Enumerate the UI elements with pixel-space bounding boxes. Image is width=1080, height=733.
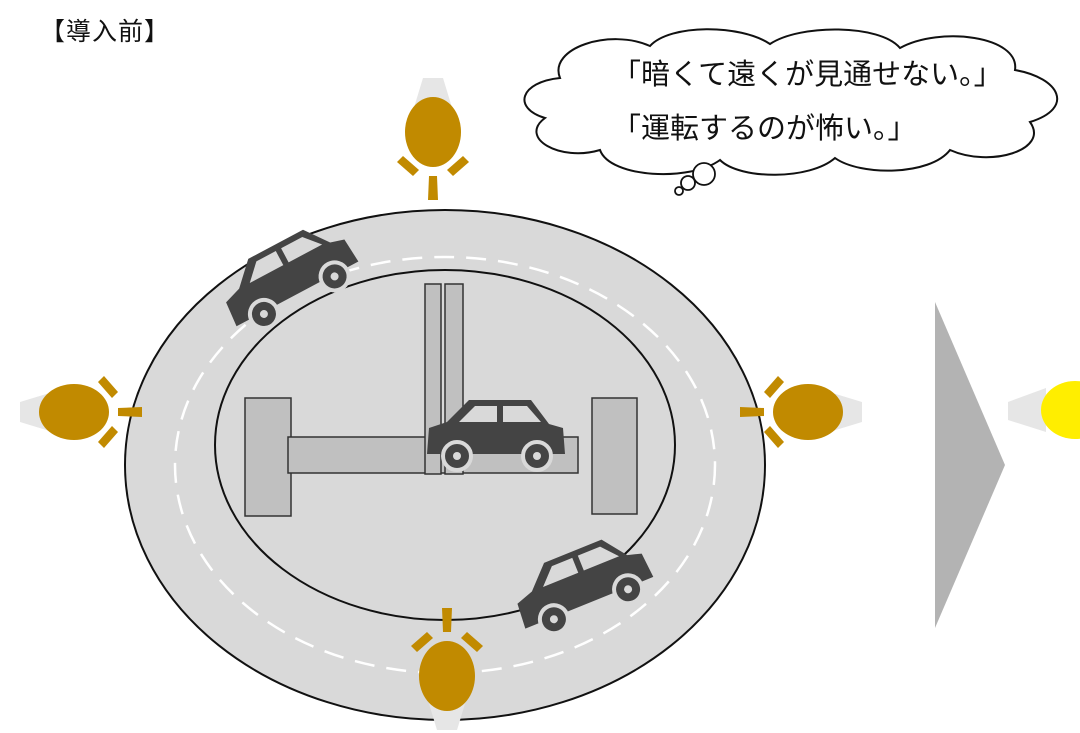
lane-marking (173, 255, 717, 675)
next-arrow (935, 302, 1005, 628)
building-right (591, 397, 638, 515)
building-left (244, 397, 292, 517)
speech-line-1: 「暗くて遠くが見通せない。」 (612, 57, 1003, 91)
bright-lamp-icon (1008, 381, 1080, 439)
heading: 【導入前】 (40, 17, 170, 46)
street-lamp-icon-left (20, 376, 142, 448)
street-lamp-icon-top (397, 78, 469, 200)
thought-bubble (523, 28, 1059, 196)
speech-line-2: 「運転するのが怖い。」 (612, 111, 917, 145)
